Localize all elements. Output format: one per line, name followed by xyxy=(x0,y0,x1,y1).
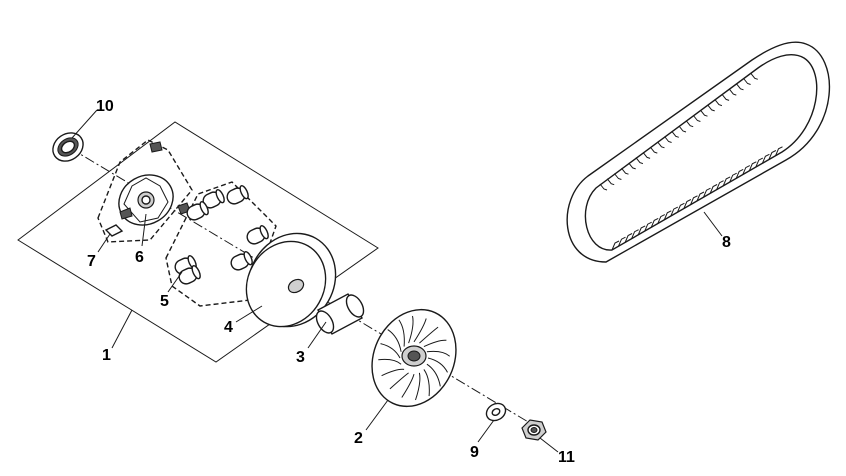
callout-11: 11 xyxy=(558,449,575,466)
fan-blade xyxy=(408,315,414,344)
part-11-nut xyxy=(521,419,547,441)
fan-blade xyxy=(426,363,441,387)
fan-blade xyxy=(378,358,402,365)
leader-4 xyxy=(235,305,263,323)
fan-blade xyxy=(398,319,405,347)
fan-blade xyxy=(415,372,421,401)
callout-2: 2 xyxy=(354,430,363,447)
leader-3 xyxy=(307,321,327,349)
part-10-oil-seal xyxy=(52,132,84,162)
fan-blade xyxy=(413,318,427,343)
leader-lines xyxy=(71,109,723,453)
fan-blade xyxy=(427,357,448,373)
callout-6: 6 xyxy=(135,249,144,266)
callout-10: 10 xyxy=(96,98,114,115)
part-3-collar xyxy=(315,293,365,335)
fan-blade xyxy=(423,369,430,397)
callout-labels: 10 6 7 5 4 3 1 2 9 11 8 xyxy=(87,98,731,466)
part-4-movable-drive-face xyxy=(245,232,337,328)
callout-8: 8 xyxy=(722,234,731,251)
fan-blade xyxy=(387,329,402,352)
fan-blade xyxy=(401,373,415,398)
part-7-slider xyxy=(104,224,124,237)
leader-5 xyxy=(167,271,183,293)
assembly-outline-1 xyxy=(17,121,379,363)
leader-10 xyxy=(71,109,98,139)
callout-4: 4 xyxy=(224,319,233,336)
callout-7: 7 xyxy=(87,253,96,270)
leader-7 xyxy=(97,233,111,253)
callout-3: 3 xyxy=(296,349,305,366)
part-8-drive-belt xyxy=(566,41,831,263)
dashed-group-ramp-plate xyxy=(97,139,193,243)
part-5-rollers xyxy=(174,185,269,285)
leader-1 xyxy=(111,309,133,349)
fan-blade xyxy=(389,372,409,390)
fan-blade xyxy=(380,343,401,359)
fan-blade xyxy=(381,368,405,377)
fan-blade xyxy=(423,339,447,348)
leader-9 xyxy=(477,419,495,443)
fan-blade xyxy=(426,350,451,357)
leader-6 xyxy=(141,213,147,247)
leader-11 xyxy=(539,437,559,453)
leader-2 xyxy=(365,399,389,431)
part-9-washer xyxy=(485,402,507,422)
callout-1: 1 xyxy=(102,347,111,364)
part-6-ramp-plate xyxy=(118,141,191,226)
leader-8 xyxy=(703,211,723,237)
callout-9: 9 xyxy=(470,444,479,461)
callout-5: 5 xyxy=(160,293,169,310)
fan-blade xyxy=(419,326,439,344)
part-2-fixed-drive-face xyxy=(371,308,457,408)
